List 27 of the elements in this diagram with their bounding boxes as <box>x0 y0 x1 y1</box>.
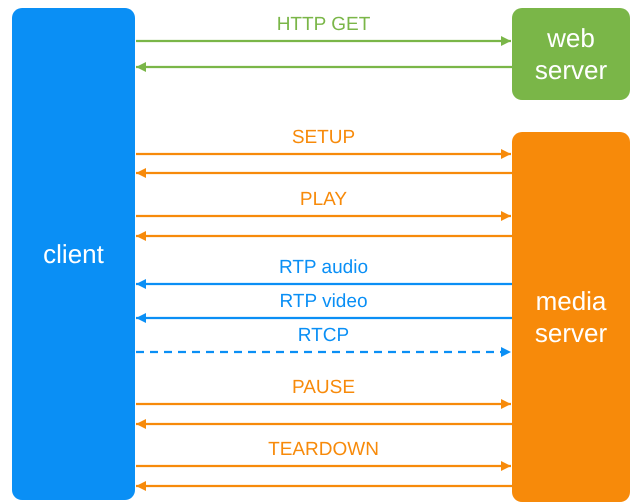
arrow <box>136 279 513 289</box>
arrow <box>136 62 513 72</box>
edge-label: SETUP <box>292 127 356 149</box>
node-label: media server <box>534 284 608 350</box>
arrow <box>136 481 513 491</box>
edge-label: PAUSE <box>292 377 355 399</box>
arrow <box>136 461 511 471</box>
server-box <box>512 132 630 502</box>
server-box <box>512 8 630 100</box>
arrow <box>136 399 511 409</box>
arrow <box>136 231 513 241</box>
edge-label: HTTP GET <box>276 14 370 36</box>
arrow <box>136 313 513 323</box>
edge-label: RTP video <box>280 291 368 313</box>
arrow <box>136 347 511 357</box>
arrow <box>136 168 513 178</box>
arrow <box>136 419 513 429</box>
edge-label: TEARDOWN <box>268 439 379 461</box>
node-label: client <box>43 238 104 270</box>
edge-label: PLAY <box>300 189 348 211</box>
arrow <box>136 211 511 221</box>
edge-label: RTCP <box>298 325 350 347</box>
node-label: web server <box>534 22 608 86</box>
arrow <box>136 36 511 46</box>
edge-label: RTP audio <box>278 257 368 279</box>
client-box <box>12 8 135 500</box>
arrow <box>136 149 511 159</box>
